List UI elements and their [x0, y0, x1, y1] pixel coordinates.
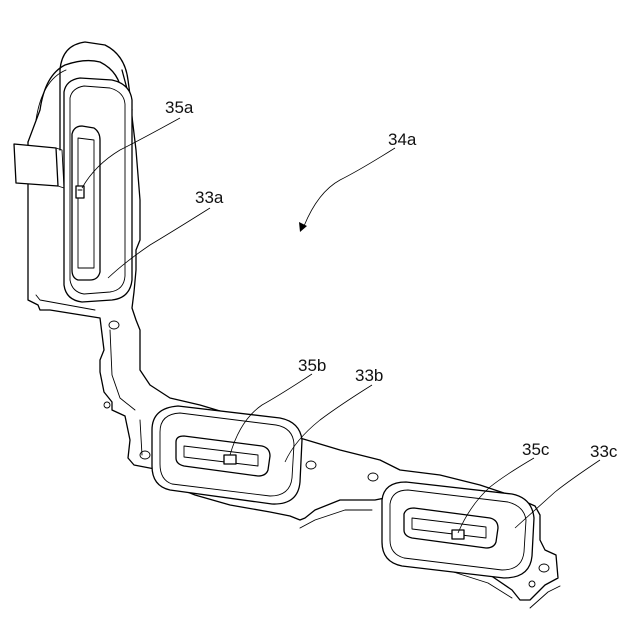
label-33b: 33b	[355, 366, 383, 385]
label-35a: 35a	[165, 98, 194, 117]
label-34a: 34a	[388, 130, 417, 149]
label-35b: 35b	[298, 356, 326, 375]
coil-33b	[152, 406, 302, 504]
label-33c: 33c	[590, 442, 618, 461]
coil-33c	[382, 482, 534, 578]
label-35c: 35c	[522, 440, 550, 459]
label-33a: 33a	[195, 188, 224, 207]
coil-33a	[14, 42, 132, 302]
arrowhead	[299, 222, 307, 232]
